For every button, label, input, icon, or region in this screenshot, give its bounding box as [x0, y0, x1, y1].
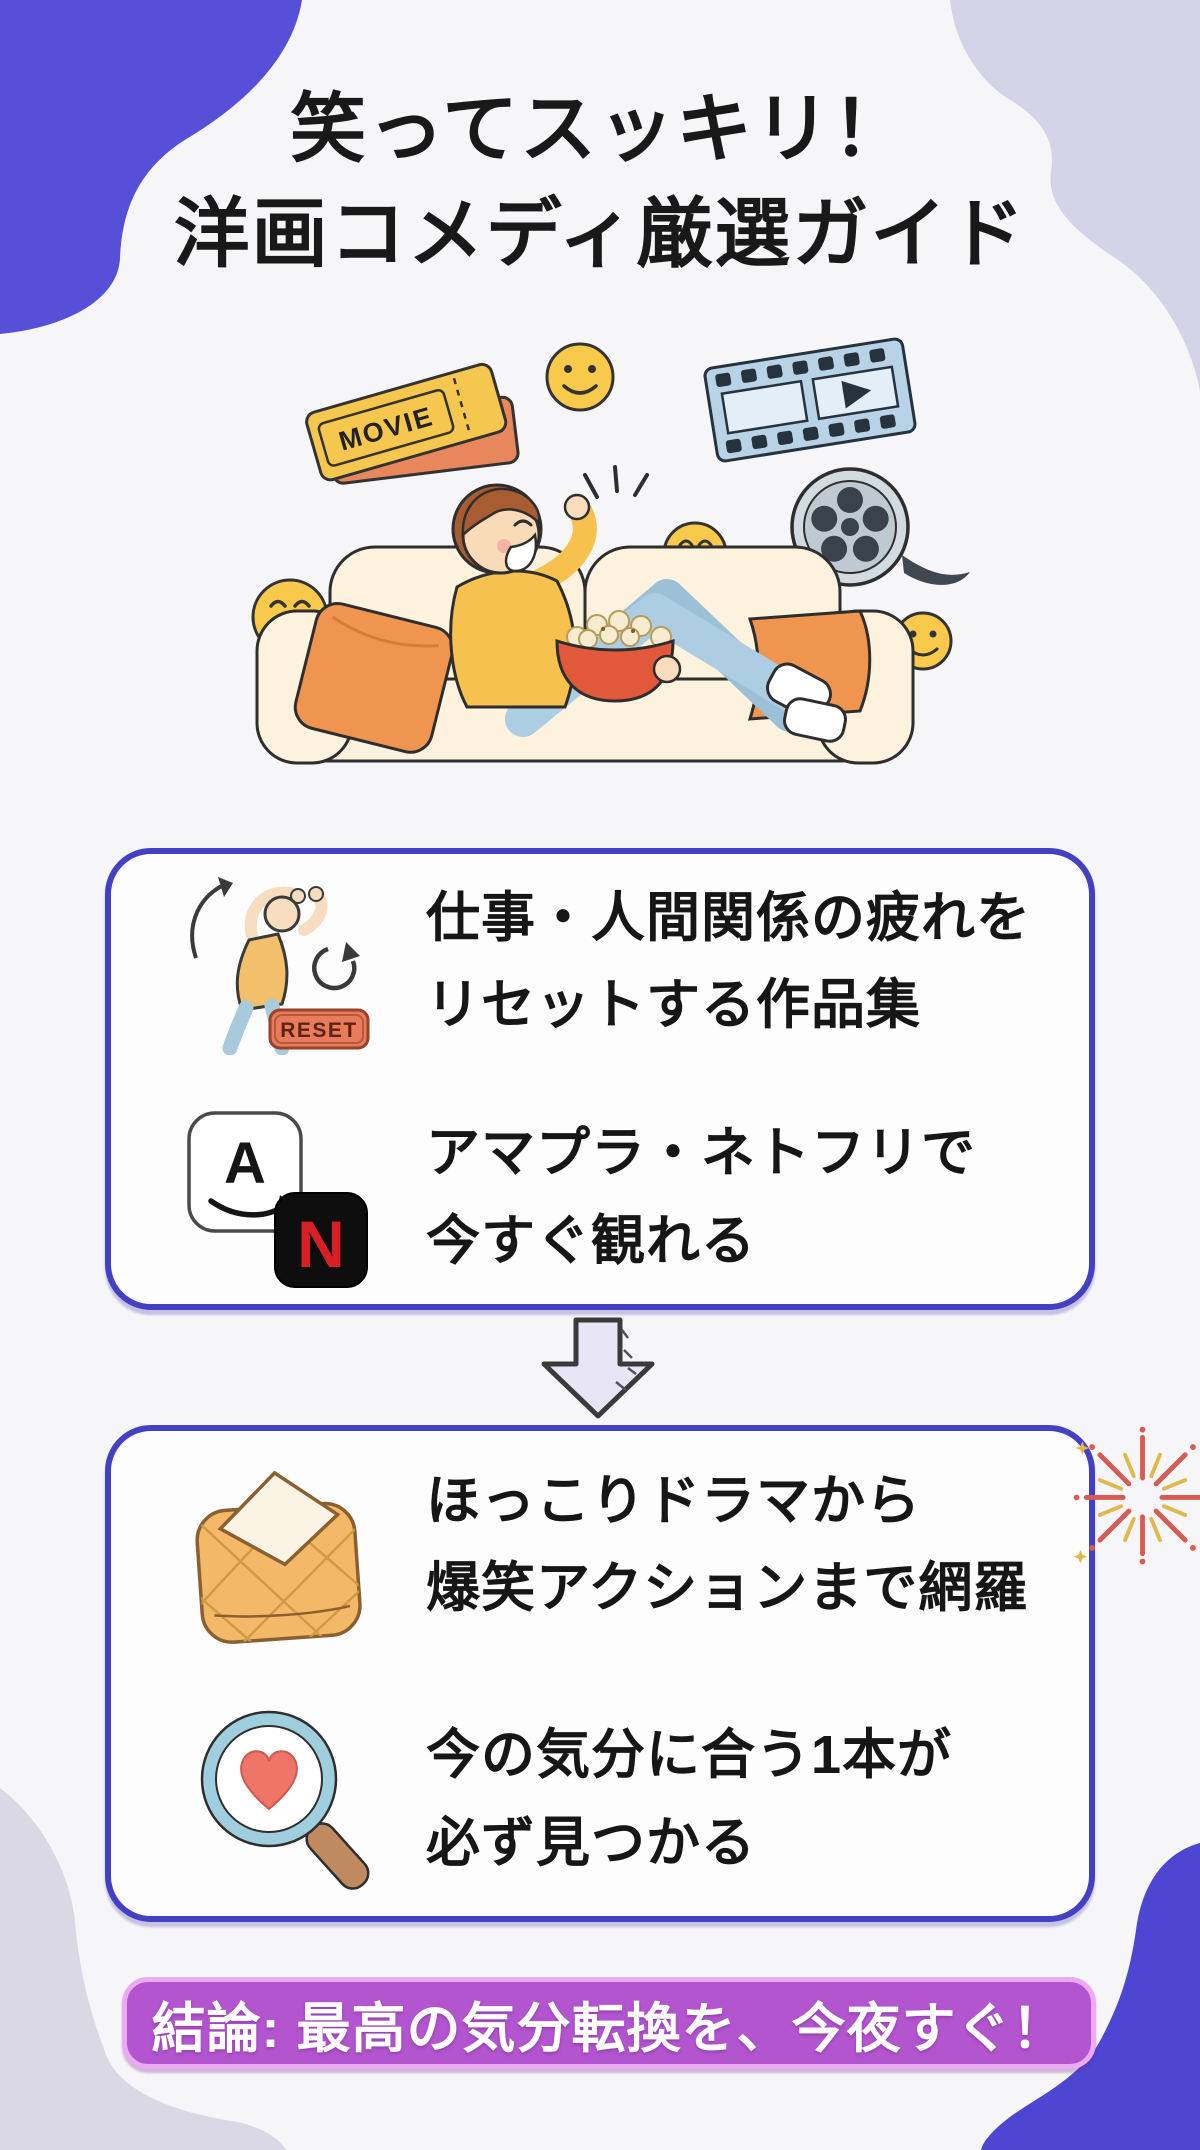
laugh-lines [583, 465, 649, 499]
benefit-row-reset: RESET 仕事・人間関係の疲れを リセットする作品集 [166, 870, 1034, 1055]
magnifier-heart-icon [166, 1697, 391, 1902]
fireworks-icon [1063, 1411, 1200, 1588]
reset-button: RESET [268, 1008, 369, 1049]
netflix-icon: N [274, 1191, 368, 1288]
benefit-reset-line1: 仕事・人間関係の疲れを [426, 887, 1031, 948]
amazon-prime-icon: A [187, 1110, 303, 1233]
top-left-blob [0, 0, 302, 334]
film-strip-icon [703, 337, 917, 463]
bottom-left-blob [0, 1788, 286, 2150]
content-card: ほっこりドラマから 爆笑アクションまで網羅 [105, 1425, 1200, 1922]
benefit-streaming-line2: 今すぐ観れる [426, 1210, 756, 1271]
content-range-line2: 爆笑アクションまで網羅 [426, 1558, 1029, 1618]
popcorn-bowl [555, 610, 682, 703]
content-row-match: 今の気分に合う1本が 必ず見つかる [166, 1697, 1034, 1902]
movie-ticket-icon: MOVIE [305, 362, 520, 485]
benefit-reset-line2: リセットする作品集 [426, 975, 921, 1035]
content-range-line1: ほっこりドラマから [426, 1470, 921, 1531]
blanket-icon [166, 1445, 391, 1645]
conclusion-text: 結論: 最高の気分転換を、今夜すぐ！ [151, 1998, 1067, 2059]
top-right-blob [950, 0, 1200, 392]
benefit-text-reset: 仕事・人間関係の疲れを リセットする作品集 [426, 875, 1031, 1050]
reset-button-label: RESET [280, 1019, 358, 1042]
benefit-text-streaming: アマプラ・ネトフリで 今すぐ観れる [426, 1110, 976, 1285]
heart-icon [240, 1750, 298, 1811]
amazon-letter: A [224, 1131, 266, 1196]
content-text-match: 今の気分に合う1本が 必ず見つかる [426, 1712, 952, 1887]
content-match-line1: 今の気分に合う1本が [426, 1725, 953, 1786]
page-title-line2: 洋画コメディ厳選ガイド [173, 191, 1027, 277]
benefits-card: RESET 仕事・人間関係の疲れを リセットする作品集 A [105, 848, 1095, 1310]
content-text-range: ほっこりドラマから 爆笑アクションまで網羅 [426, 1458, 1028, 1633]
reset-icon: RESET [166, 870, 391, 1055]
netflix-letter: N [297, 1207, 345, 1281]
hero-illustration: MOVIE [251, 337, 970, 765]
conclusion-banner: 結論: 最高の気分転換を、今夜すぐ！ [122, 1977, 1096, 2069]
benefit-row-streaming: A N アマプラ・ネトフリで 今すぐ観れる [166, 1107, 1034, 1289]
page-title-line1: 笑ってスッキリ！ [289, 87, 911, 172]
page-title: 笑ってスッキリ！ 洋画コメディ厳選ガイド [0, 78, 1200, 288]
pillow [293, 602, 455, 754]
amazon-netflix-icon: A N [166, 1107, 391, 1289]
content-match-line2: 必ず見つかる [426, 1812, 756, 1873]
smiley-emoji-top [545, 342, 615, 412]
benefit-streaming-line1: アマプラ・ネトフリで [426, 1123, 976, 1184]
socks [766, 662, 847, 743]
content-row-range: ほっこりドラマから 爆笑アクションまで網羅 [166, 1426, 1200, 1645]
play-icon [841, 380, 872, 409]
person-with-popcorn [449, 465, 847, 743]
bottom-right-blob [981, 1843, 1200, 2150]
down-arrow-icon [541, 1317, 655, 1419]
